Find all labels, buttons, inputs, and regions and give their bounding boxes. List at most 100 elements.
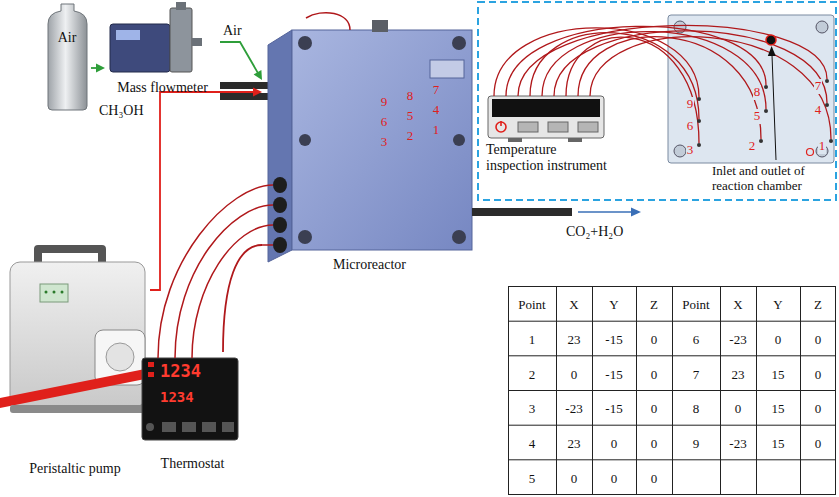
callout-note-holder: Inlet and outlet of reaction chamber: [712, 164, 836, 194]
port-number: 8: [407, 89, 414, 104]
port-number: 4: [814, 103, 823, 118]
table-cell-holder: 4: [508, 434, 556, 452]
port-number-holder: 6: [376, 112, 392, 130]
table-cell: 3: [529, 402, 536, 417]
table-cell-holder: Point: [508, 295, 556, 313]
connector-line: [223, 245, 262, 352]
port-number: 1: [433, 123, 440, 138]
display-digits: 1234: [160, 362, 201, 382]
table-cell: X: [733, 298, 742, 313]
table-cell: 0: [815, 368, 822, 383]
port-number: 3: [381, 135, 388, 150]
port-number: 9: [686, 97, 695, 112]
table-cell-holder: 0: [556, 469, 592, 487]
port-number: 4: [433, 103, 440, 118]
table-cell-holder: X: [720, 295, 756, 313]
port-number: 6: [381, 115, 388, 130]
table-cell: X: [569, 298, 578, 313]
table-cell-holder: 0: [636, 399, 672, 417]
flow-connector: [91, 64, 105, 73]
table-cell-holder: Y: [756, 295, 800, 313]
port-number: 8: [753, 85, 762, 100]
port-number-holder: 2: [402, 126, 418, 144]
edge-label-holder: Air: [222, 21, 243, 39]
table-cell-holder: 0: [800, 330, 836, 348]
table-cell: 23: [568, 333, 581, 348]
port-number-holder: 3: [376, 132, 392, 150]
table-cell: 1: [529, 333, 536, 348]
display-digits-holder: 1234: [160, 362, 236, 382]
table-cell-holder: -15: [592, 330, 636, 348]
temperature-instrument: Temperature inspection instrument: [486, 92, 616, 192]
table-cell-holder: 1: [508, 330, 556, 348]
table-cell-holder: 8: [672, 399, 720, 417]
table-cell: 0: [571, 368, 578, 383]
port-number: 2: [407, 129, 414, 144]
table-cell: Z: [814, 298, 822, 313]
table-cell-holder: -15: [592, 365, 636, 383]
table-cell: 23: [732, 368, 745, 383]
node-label: Air: [43, 30, 91, 46]
port-number: 7: [814, 79, 823, 94]
port-number-holder: 9: [682, 94, 698, 112]
table-cell: 15: [772, 368, 785, 383]
table-cell-holder: 0: [636, 469, 672, 487]
port-number: 5: [407, 109, 414, 124]
table-cell: Point: [682, 298, 709, 313]
outlet-label: CO₂+H₂O: [566, 224, 623, 240]
port-number-holder: 4: [428, 100, 444, 118]
table-cell: 0: [815, 402, 822, 417]
table-cell-holder: 3: [508, 399, 556, 417]
table-cell: 23: [568, 437, 581, 452]
table-cell: -15: [605, 333, 622, 348]
port-number: 7: [433, 83, 440, 98]
table-cell-holder: Point: [672, 295, 720, 313]
table-cell: Y: [609, 298, 618, 313]
table-cell-holder: 15: [756, 434, 800, 452]
table-cell: -23: [729, 437, 746, 452]
port-number-holder: 7: [428, 80, 444, 98]
arrow-head: [254, 70, 262, 80]
table-cell: 0: [651, 333, 658, 348]
table-cell: 0: [651, 368, 658, 383]
table-cell-holder: 6: [672, 330, 720, 348]
port-number: 1: [818, 139, 827, 154]
connector-line: [220, 42, 258, 73]
table-cell: 15: [772, 402, 785, 417]
table-cell: 5: [529, 472, 536, 487]
callout-note: Inlet and outlet of reaction chamber: [712, 164, 836, 194]
node-label: Temperature inspection instrument: [486, 142, 616, 174]
flow-connector: [223, 245, 262, 352]
port-number: 6: [686, 119, 695, 134]
port-number-holder: 7: [810, 76, 826, 94]
table-cell: 0: [651, 437, 658, 452]
table-cell-holder: 0: [636, 365, 672, 383]
port-number: 5: [753, 109, 762, 124]
table-cell-holder: 7: [672, 365, 720, 383]
table-cell-holder: 0: [556, 365, 592, 383]
table-cell: 0: [815, 333, 822, 348]
table-cell-holder: 0: [800, 434, 836, 452]
node-label: Mass flowmeter: [105, 80, 220, 96]
table-cell: -15: [605, 402, 622, 417]
table-cell-holder: Y: [592, 295, 636, 313]
table-cell-holder: 9: [672, 434, 720, 452]
table-cell: 0: [571, 472, 578, 487]
port-number-holder: 8: [402, 86, 418, 104]
table-cell-holder: 15: [756, 399, 800, 417]
table-cell: 0: [611, 437, 618, 452]
node-label: Peristaltic pump: [0, 461, 150, 477]
arrow-head: [253, 88, 262, 97]
table-cell-holder: 0: [592, 469, 636, 487]
table-cell-holder: 0: [720, 399, 756, 417]
table-cell-holder: 23: [720, 365, 756, 383]
table-cell-holder: -23: [720, 330, 756, 348]
display-digits-holder: 1234: [160, 388, 236, 406]
port-number-holder: 6: [682, 116, 698, 134]
table-cell: 9: [693, 437, 700, 452]
edge-label: CH₃OH: [98, 103, 145, 119]
port-number: 9: [381, 95, 388, 110]
microreactor: Microreactor: [262, 25, 477, 280]
table-cell-holder: 0: [800, 365, 836, 383]
